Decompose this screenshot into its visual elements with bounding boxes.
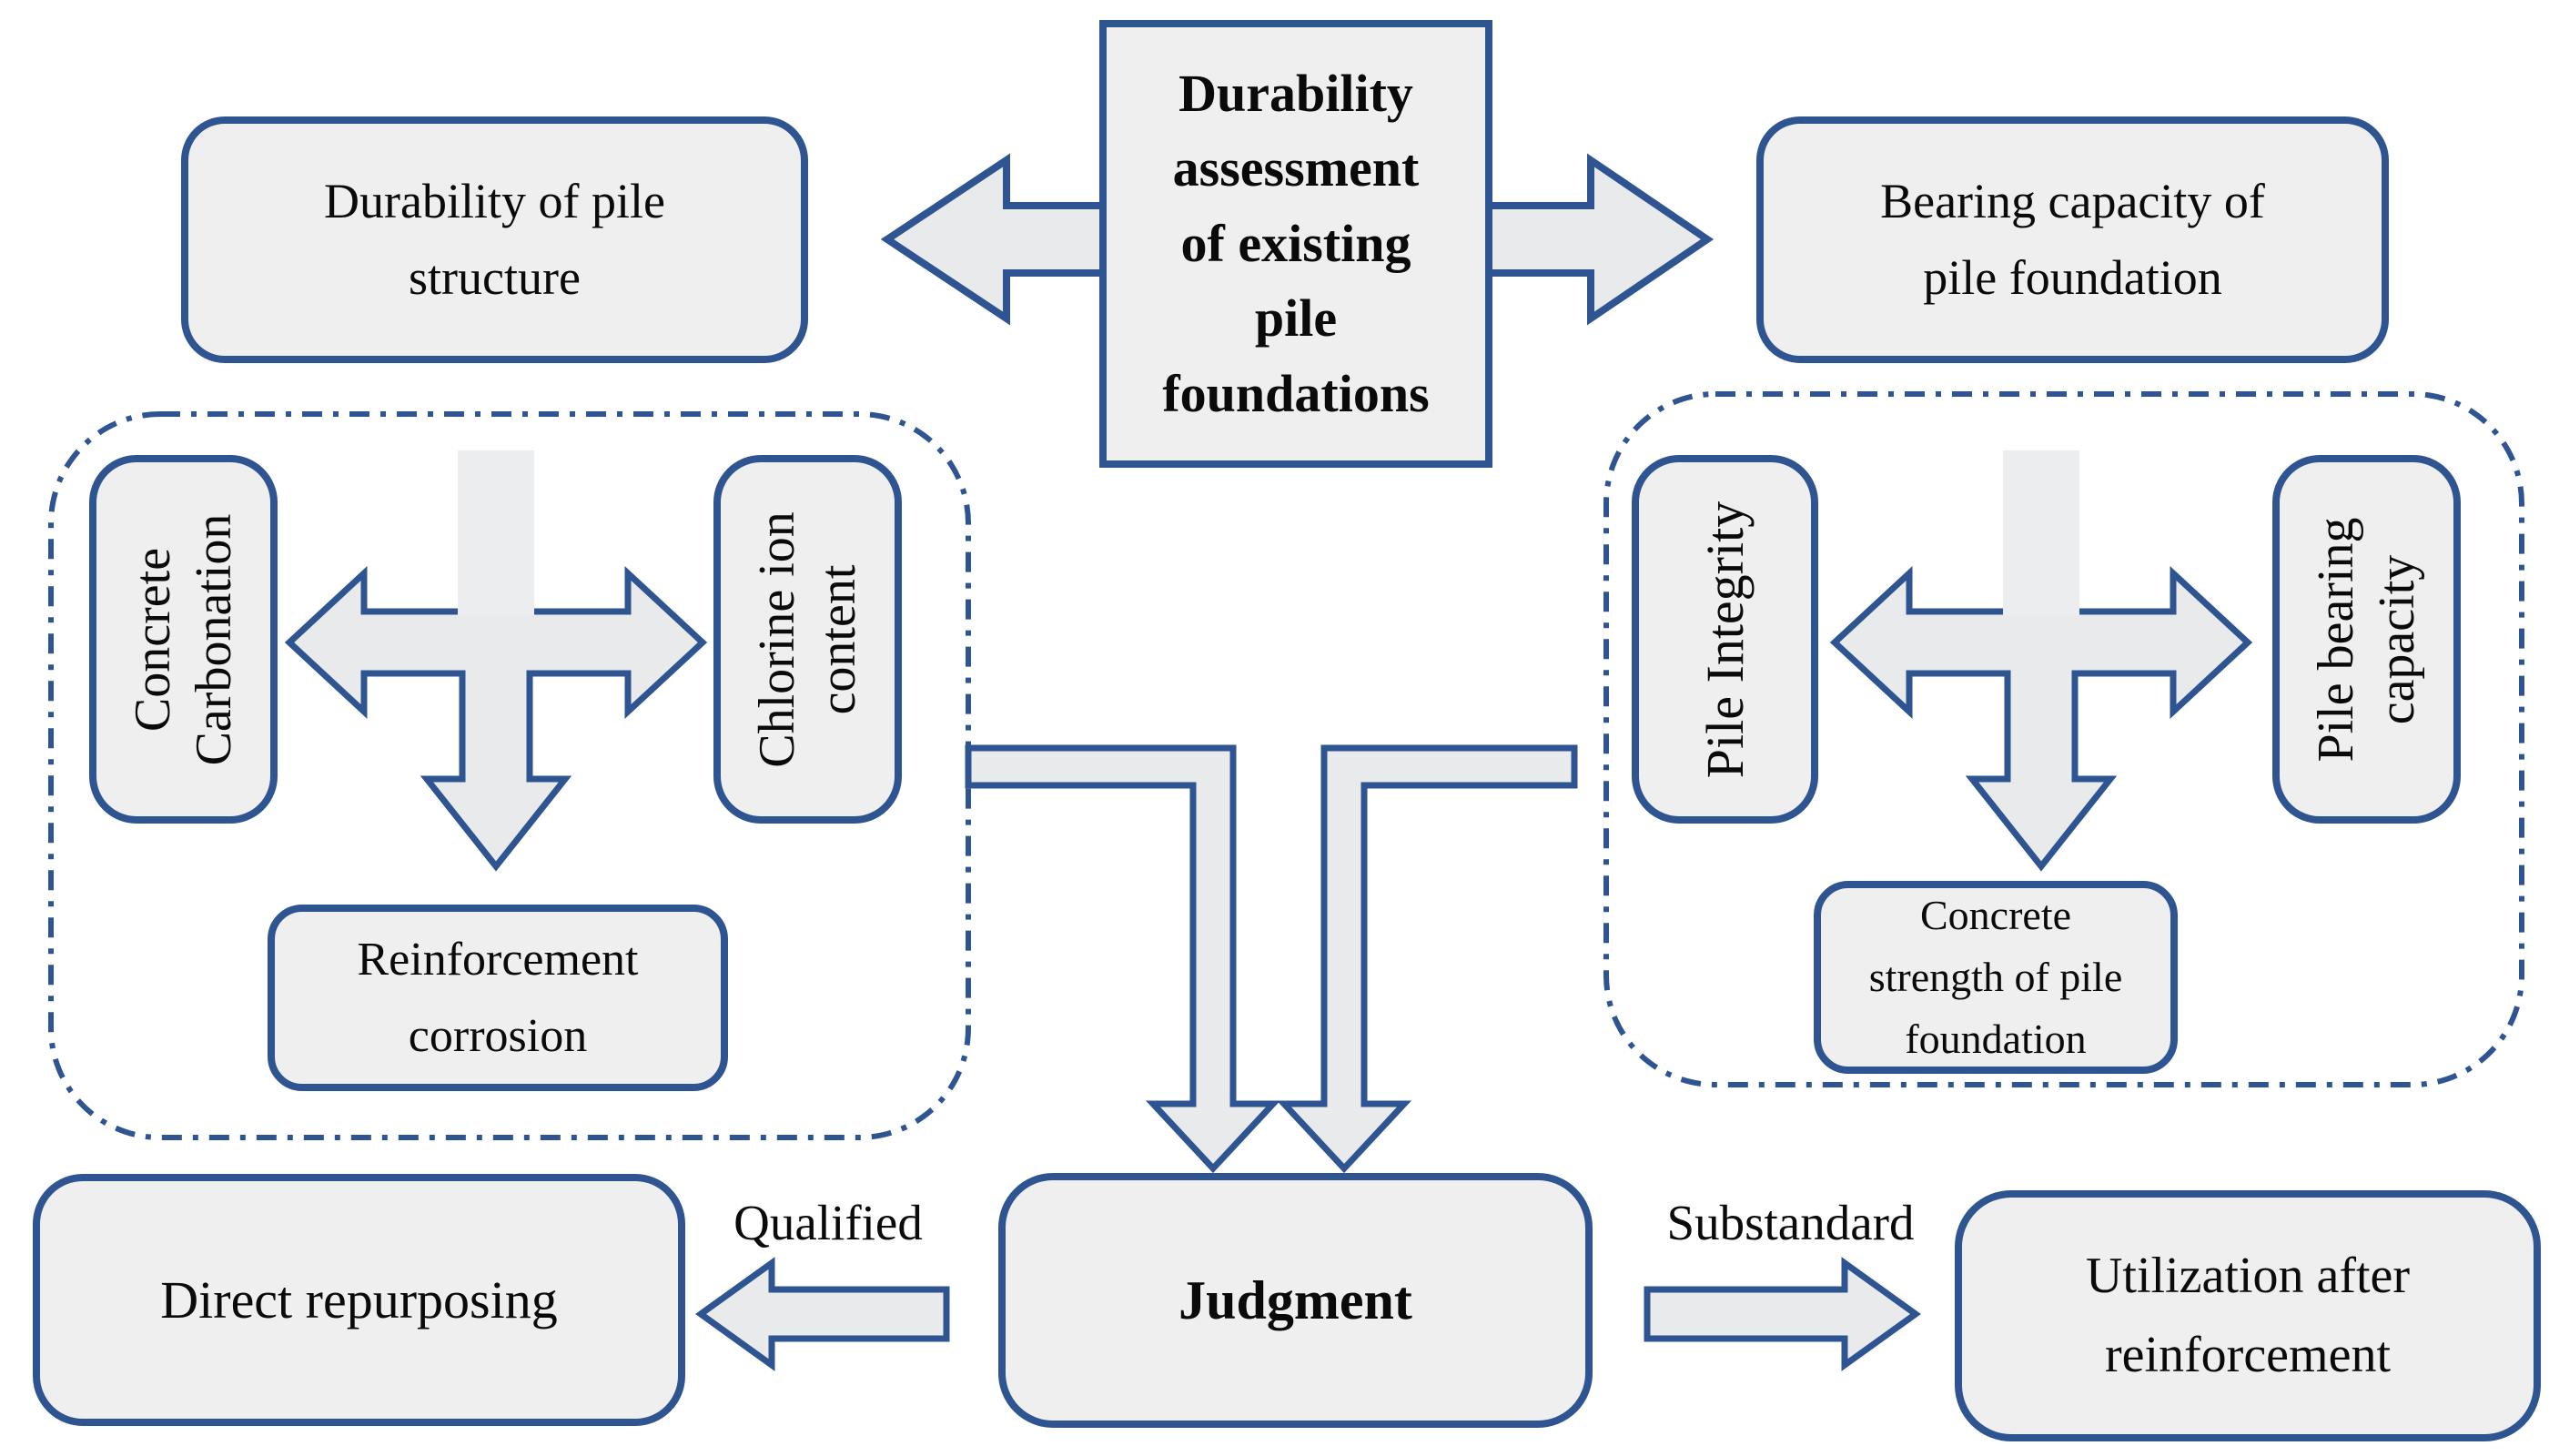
node-pile-bearing-capacity-text: Pile bearing capacity: [2305, 517, 2427, 762]
node-durability-assessment-line4: pile: [1254, 288, 1338, 349]
node-judgment: Judgment: [998, 1173, 1593, 1428]
node-pile-bearing-capacity-line1: Pile bearing: [2307, 516, 2364, 763]
node-direct-repurposing-label: Direct repurposing: [160, 1270, 558, 1330]
node-durability-of-pile-structure-line2: structure: [409, 249, 581, 305]
node-concrete-carbonation: Concrete Carbonation: [89, 455, 278, 824]
center-left-arrow: [880, 153, 1107, 326]
node-durability-of-pile-structure: Durability of pile structure: [181, 116, 808, 363]
qualified-arrow: [694, 1257, 950, 1371]
node-utilization-line1: Utilization after: [2085, 1248, 2411, 1305]
node-direct-repurposing: Direct repurposing: [33, 1174, 685, 1426]
right-elbow-arrow: [1276, 744, 1578, 1174]
node-chlorine-ion-content-text: Chlorine ion content: [746, 511, 868, 768]
node-utilization-line2: reinforcement: [2104, 1327, 2392, 1383]
node-chlorine-ion-content: Chlorine ion content: [713, 455, 902, 824]
node-durability-assessment-line3: of existing: [1180, 213, 1411, 273]
node-chlorine-ion-content-line1: Chlorine ion: [748, 511, 805, 768]
node-durability-assessment-line5: foundations: [1162, 363, 1430, 423]
node-concrete-strength-of-pile-foundation: Concrete strength of pile foundation: [1814, 881, 2178, 1074]
node-pile-integrity: Pile Integrity: [1632, 455, 1818, 824]
node-bearing-capacity-line1: Bearing capacity of: [1880, 173, 2265, 228]
node-concrete-carbonation-line2: Carbonation: [185, 513, 242, 765]
node-durability-assessment-line2: assessment: [1172, 138, 1420, 198]
node-reinforcement-corrosion: Reinforcement corrosion: [268, 905, 728, 1091]
bearing-group-dashed-border: [1603, 391, 2524, 1087]
node-bearing-capacity-of-pile-foundation: Bearing capacity of pile foundation: [1756, 116, 2389, 363]
node-concrete-strength-line2: strength of pile: [1868, 953, 2123, 1000]
node-utilization-after-reinforcement: Utilization after reinforcement: [1955, 1190, 2541, 1441]
node-pile-bearing-capacity: Pile bearing capacity: [2272, 455, 2461, 824]
node-chlorine-ion-content-line2: content: [809, 564, 866, 714]
node-concrete-carbonation-text: Concrete Carbonation: [122, 513, 244, 765]
edge-label-substandard: Substandard: [1666, 1195, 1915, 1250]
node-durability-of-pile-structure-line1: Durability of pile: [324, 173, 665, 228]
right-cross-arrow-stem: [2003, 450, 2079, 615]
node-durability-assessment: Durability assessment of existing pile f…: [1099, 20, 1492, 468]
node-concrete-carbonation-line1: Concrete: [124, 547, 181, 732]
node-concrete-strength-line1: Concrete: [1919, 891, 2072, 938]
node-concrete-strength-line3: foundation: [1905, 1016, 2087, 1063]
substandard-arrow: [1644, 1257, 1922, 1371]
node-pile-integrity-text: Pile Integrity: [1694, 500, 1757, 777]
edge-label-qualified: Qualified: [733, 1195, 923, 1250]
node-durability-assessment-line1: Durability: [1178, 64, 1413, 124]
center-right-arrow: [1485, 153, 1715, 326]
node-reinforcement-corrosion-line1: Reinforcement: [357, 934, 639, 986]
left-elbow-arrow: [965, 744, 1281, 1174]
node-reinforcement-corrosion-line2: corrosion: [408, 1009, 588, 1062]
node-judgment-label: Judgment: [1178, 1269, 1412, 1330]
node-bearing-capacity-line2: pile foundation: [1923, 249, 2222, 305]
left-cross-arrow-stem: [458, 450, 534, 615]
node-pile-integrity-line1: Pile Integrity: [1694, 500, 1755, 778]
node-pile-bearing-capacity-line2: capacity: [2368, 554, 2425, 724]
